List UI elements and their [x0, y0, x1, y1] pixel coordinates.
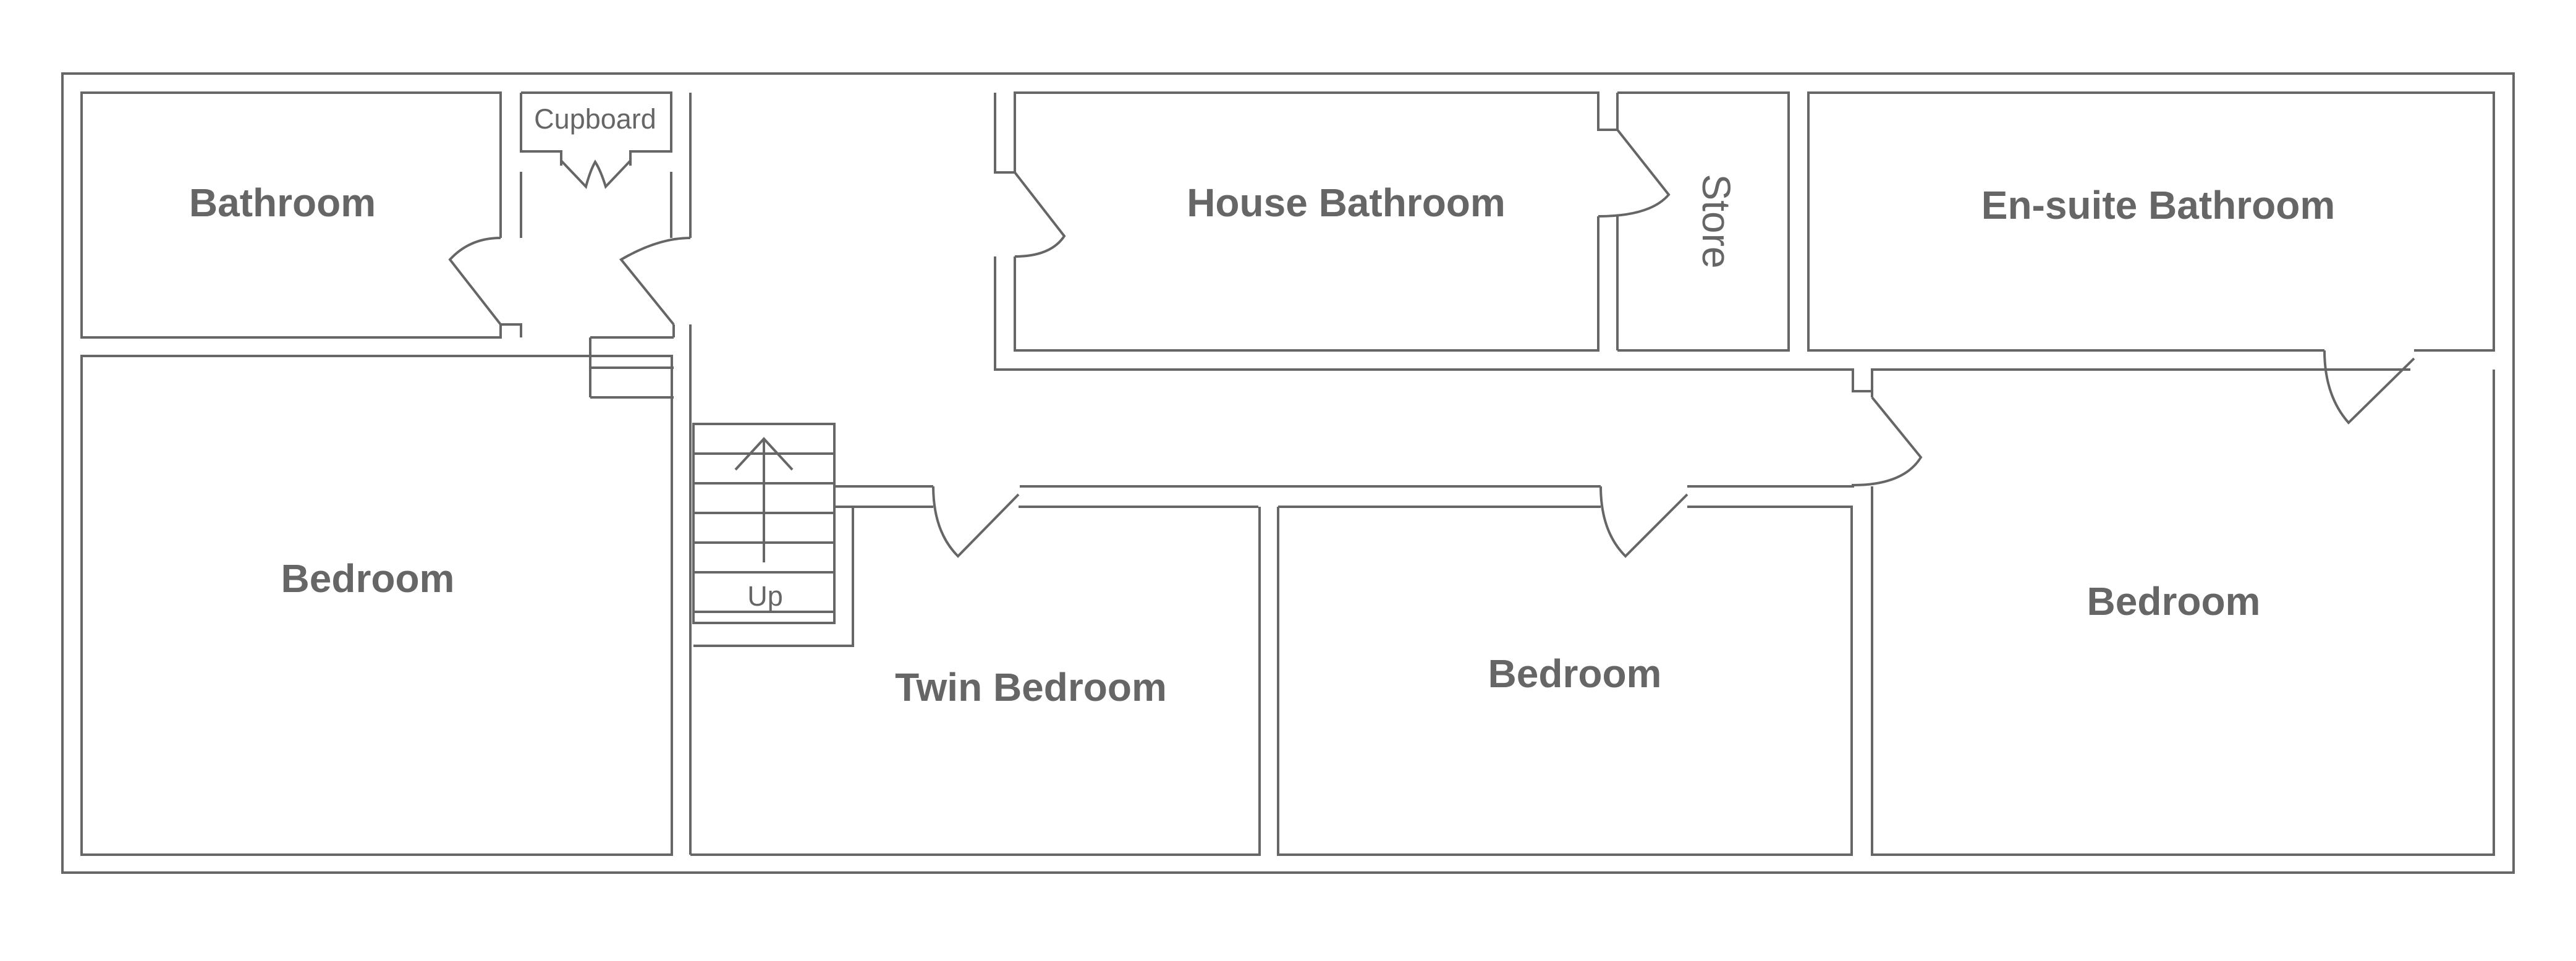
- corridor-walls: [693, 484, 1854, 647]
- bathroom-walls: [80, 91, 502, 339]
- cupboard-label: Cupboard: [534, 103, 656, 135]
- bedroom-right-label: Bedroom: [2087, 579, 2261, 624]
- staircase: [692, 423, 836, 624]
- bathroom-door: [448, 237, 502, 326]
- ensuite-bathroom-label: En-suite Bathroom: [1981, 183, 2335, 227]
- bedroom-left-label: Bedroom: [281, 556, 455, 601]
- bedroom-middle-walls: [1277, 507, 1853, 856]
- bedroom-right-walls: [1871, 370, 2495, 856]
- outer-wall: [61, 72, 2515, 874]
- house-bathroom-walls: [994, 91, 2410, 392]
- cupboard-walls: [520, 91, 672, 166]
- corridor-cupboard-walls: [520, 93, 692, 855]
- house-bathroom-door: [1014, 171, 1066, 258]
- twin-bedroom-label: Twin Bedroom: [895, 665, 1167, 709]
- bedroom-middle-label: Bedroom: [1488, 651, 1662, 696]
- stair-up-label: Up: [747, 580, 783, 612]
- cupboard-corridor-door: [619, 237, 691, 326]
- cupboard-double-door: [560, 159, 632, 189]
- ensuite-door: [2323, 350, 2415, 425]
- house-bathroom-label: House Bathroom: [1187, 180, 1506, 225]
- twin-bedroom-walls: [690, 507, 1261, 856]
- closet-shelves: [589, 336, 674, 399]
- stair-arrowhead-icon: [734, 437, 794, 471]
- store-label: Store: [1694, 174, 1739, 269]
- bedroom-right-door: [1852, 396, 1923, 486]
- store-walls: [1617, 91, 1790, 352]
- ensuite-bathroom-walls: [1807, 91, 2495, 352]
- bathroom-stub: [501, 323, 675, 337]
- bedroom-middle-door: [1599, 486, 1688, 558]
- store-door: [1598, 129, 1671, 218]
- bedroom-left-walls: [80, 355, 673, 856]
- twin-bedroom-door: [932, 486, 1020, 558]
- bathroom-label: Bathroom: [189, 180, 376, 225]
